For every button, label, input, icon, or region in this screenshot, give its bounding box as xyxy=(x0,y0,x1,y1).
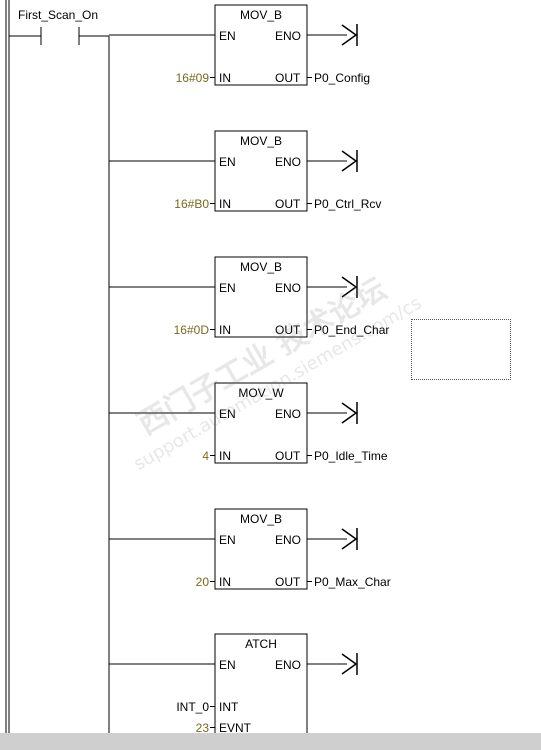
mov-block-4[interactable]: MOV_WEN ENO 4 IN OUT P0_Idle_Time xyxy=(109,382,388,464)
out-value: P0_Config xyxy=(314,71,370,85)
out-pin: OUT xyxy=(275,71,301,85)
output-arrow xyxy=(341,528,358,550)
out-value: P0_Max_Char xyxy=(314,575,391,589)
atch-int-value: INT_0 xyxy=(176,700,209,714)
atch-block[interactable]: ATCH EN ENO INT_0 INT 23 EVNT xyxy=(109,633,358,750)
block-title: MOV_W xyxy=(238,386,284,400)
out-pin: OUT xyxy=(275,575,301,589)
mov-block-5[interactable]: MOV_B EN ENO 20 IN OUT P0_Max_Char xyxy=(109,508,391,590)
mov-block-1[interactable]: MOV_B EN ENO 16#09 IN OUT P0_Config xyxy=(109,4,370,86)
atch-evnt-pin: EVNT xyxy=(219,721,252,735)
atch-block-title: ATCH xyxy=(245,637,277,651)
out-value: P0_Idle_Time xyxy=(314,449,388,463)
output-arrow xyxy=(341,276,358,298)
eno-pin: ENO xyxy=(275,281,301,295)
contact-label: First_Scan_On xyxy=(18,8,98,22)
in-value: 20 xyxy=(196,575,210,589)
output-arrow xyxy=(341,150,358,172)
eno-pin: ENO xyxy=(275,29,301,43)
en-pin: EN xyxy=(219,281,236,295)
out-pin: OUT xyxy=(275,197,301,211)
eno-pin: ENO xyxy=(275,407,301,421)
eno-pin: ENO xyxy=(275,155,301,169)
block-title: MOV_B xyxy=(240,134,282,148)
in-pin: IN xyxy=(219,197,231,211)
in-value: 16#B0 xyxy=(174,197,209,211)
en-pin: EN xyxy=(219,29,236,43)
out-pin: OUT xyxy=(275,449,301,463)
eno-pin: ENO xyxy=(275,533,301,547)
selection-rectangle xyxy=(411,319,511,380)
atch-en-pin: EN xyxy=(219,658,236,672)
atch-eno-pin: ENO xyxy=(275,658,301,672)
en-pin: EN xyxy=(219,407,236,421)
mov-block-2[interactable]: MOV_B EN ENO 16#B0 IN OUT P0_Ctrl_Rcv xyxy=(109,130,381,212)
in-value: 16#0D xyxy=(174,323,210,337)
in-pin: IN xyxy=(219,575,231,589)
atch-int-pin: INT xyxy=(219,700,239,714)
out-value: P0_Ctrl_Rcv xyxy=(314,197,381,211)
en-pin: EN xyxy=(219,155,236,169)
in-pin: IN xyxy=(219,449,231,463)
atch-evnt-value: 23 xyxy=(196,721,210,735)
in-value: 4 xyxy=(202,449,209,463)
output-arrow xyxy=(341,24,358,46)
in-value: 16#09 xyxy=(176,71,210,85)
horizontal-scrollbar[interactable] xyxy=(0,733,541,750)
block-title: MOV_B xyxy=(240,8,282,22)
atch-output-arrow xyxy=(341,653,358,675)
in-pin: IN xyxy=(219,71,231,85)
block-title: MOV_B xyxy=(240,260,282,274)
in-pin: IN xyxy=(219,323,231,337)
normally-open-contact[interactable] xyxy=(40,27,80,45)
block-title: MOV_B xyxy=(240,512,282,526)
mov-block-3[interactable]: MOV_B EN ENO 16#0D IN OUT P0_End_Char xyxy=(109,256,389,338)
en-pin: EN xyxy=(219,533,236,547)
output-arrow xyxy=(341,402,358,424)
out-pin: OUT xyxy=(275,323,301,337)
out-value: P0_End_Char xyxy=(314,323,389,337)
